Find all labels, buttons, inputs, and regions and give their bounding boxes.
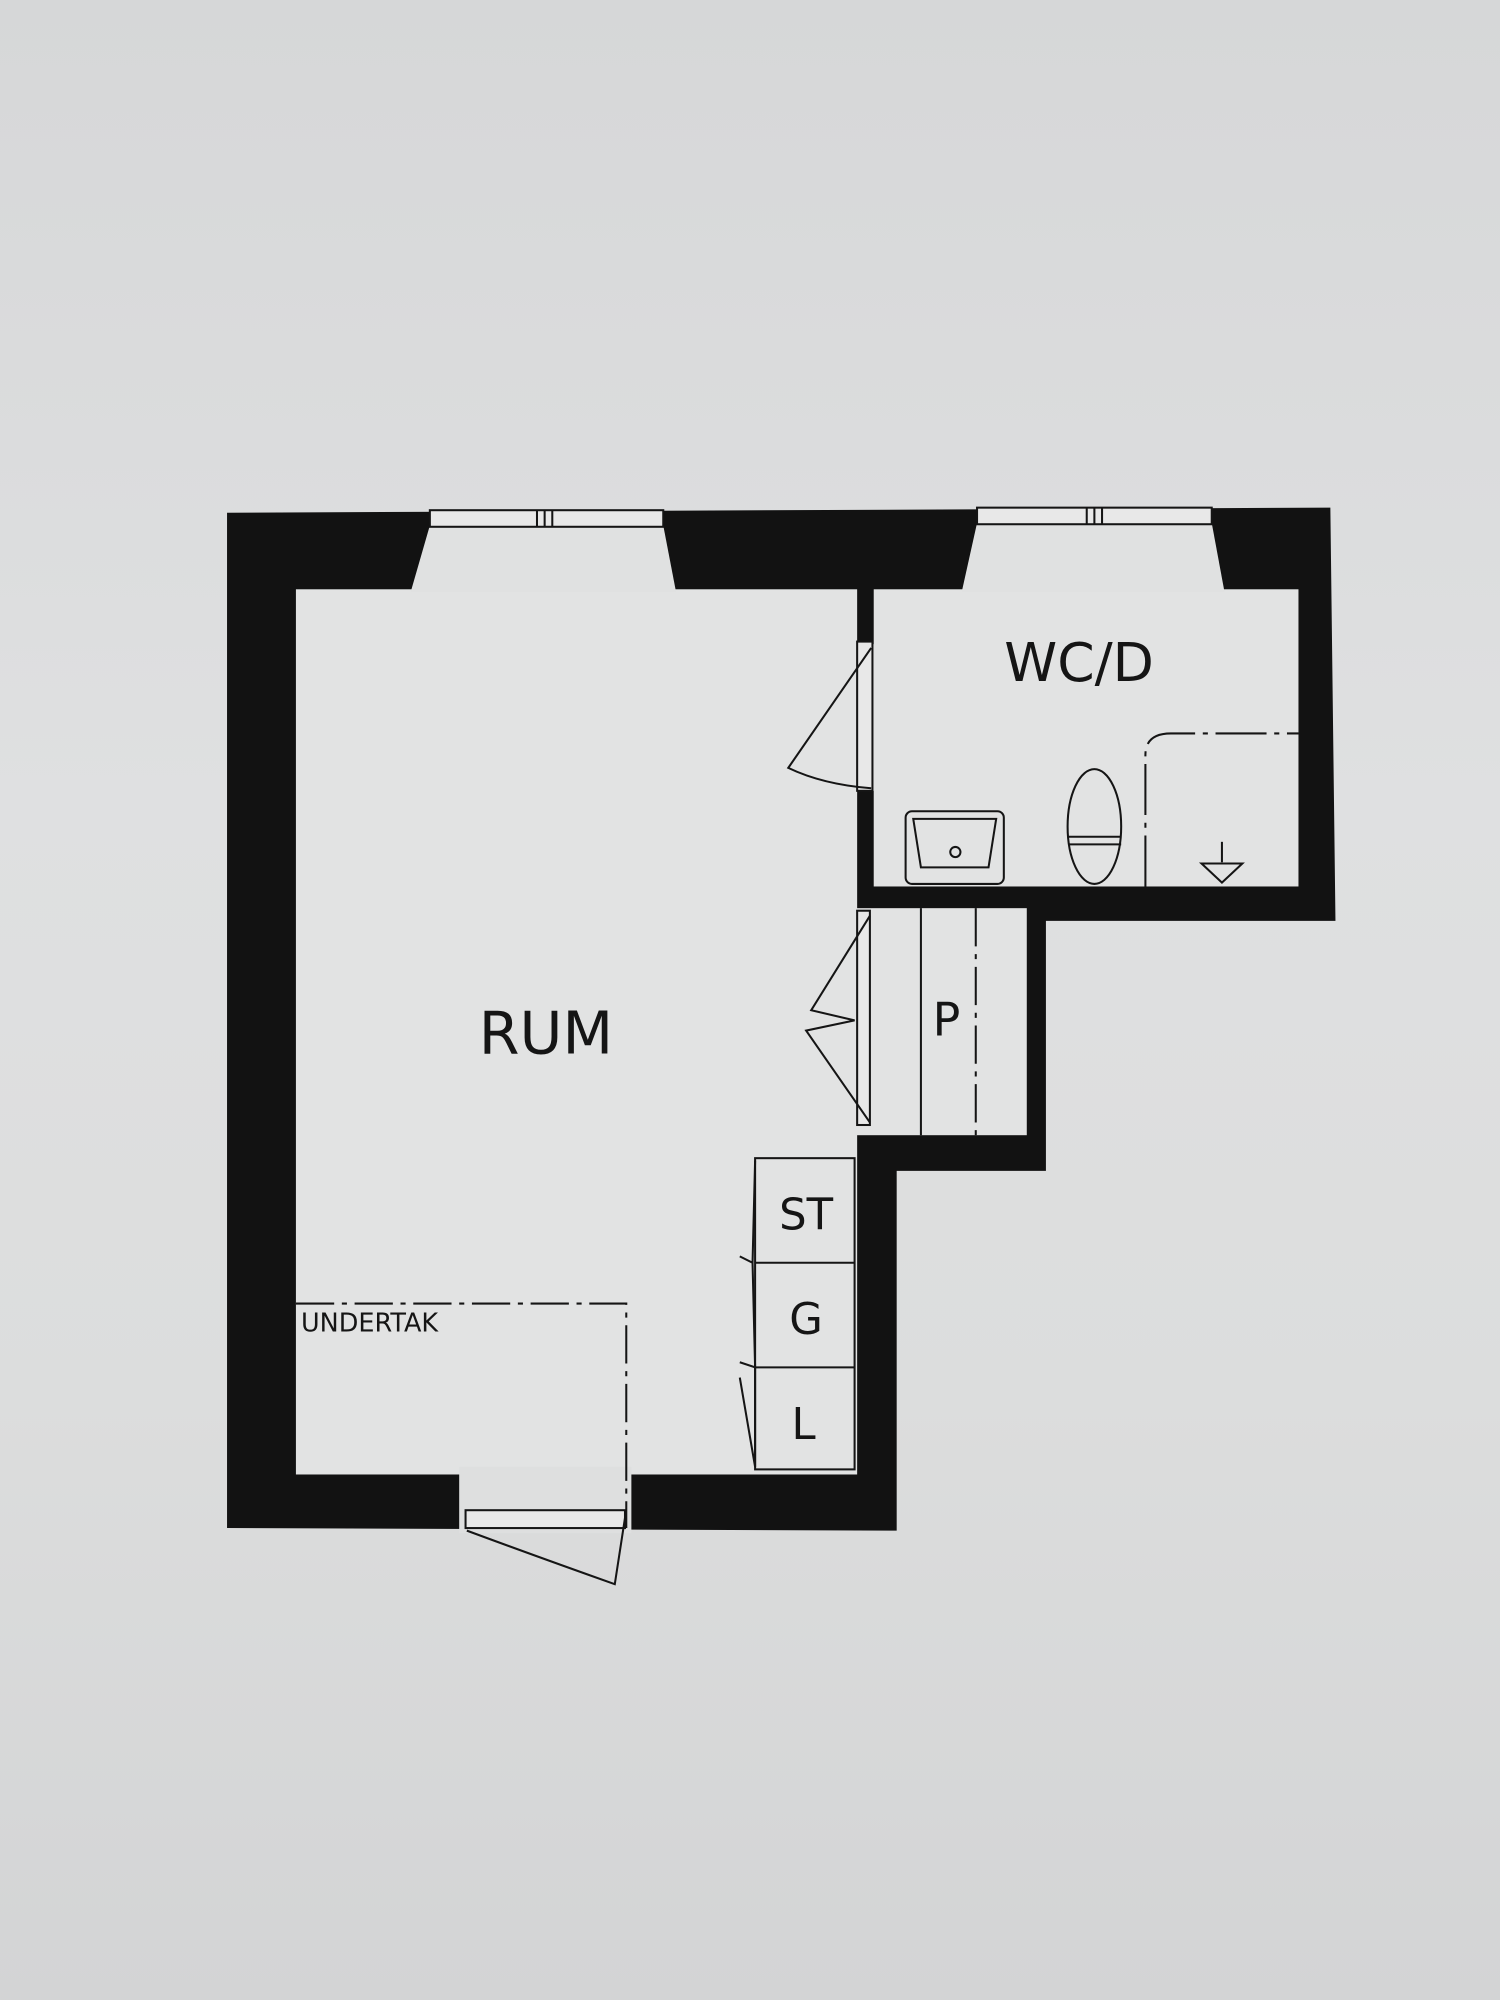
room-label-wc: WC/D — [1004, 631, 1154, 694]
window-right — [976, 506, 1213, 526]
storage-label-g: G — [789, 1295, 823, 1345]
window-reveal-left — [410, 525, 677, 592]
storage-units — [738, 1157, 856, 1471]
shower — [1144, 732, 1299, 887]
closet-lines — [919, 908, 977, 1136]
wc-door — [786, 640, 874, 792]
storage-label-l: L — [791, 1400, 815, 1450]
closet-door — [804, 909, 871, 1127]
room-label-rum: RUM — [479, 1000, 613, 1068]
storage-label-st: ST — [779, 1191, 834, 1241]
window-left — [428, 509, 665, 528]
room-label-closet: P — [933, 993, 961, 1047]
undertak-outline — [295, 1302, 628, 1529]
entry-door — [464, 1509, 627, 1586]
window-reveal-right — [961, 522, 1225, 592]
undertak-label: UNDERTAK — [301, 1309, 439, 1339]
toilet — [1066, 768, 1123, 885]
room-closet-floor — [854, 908, 1027, 1136]
sink — [904, 810, 1005, 885]
room-rum-floor — [295, 589, 858, 1475]
